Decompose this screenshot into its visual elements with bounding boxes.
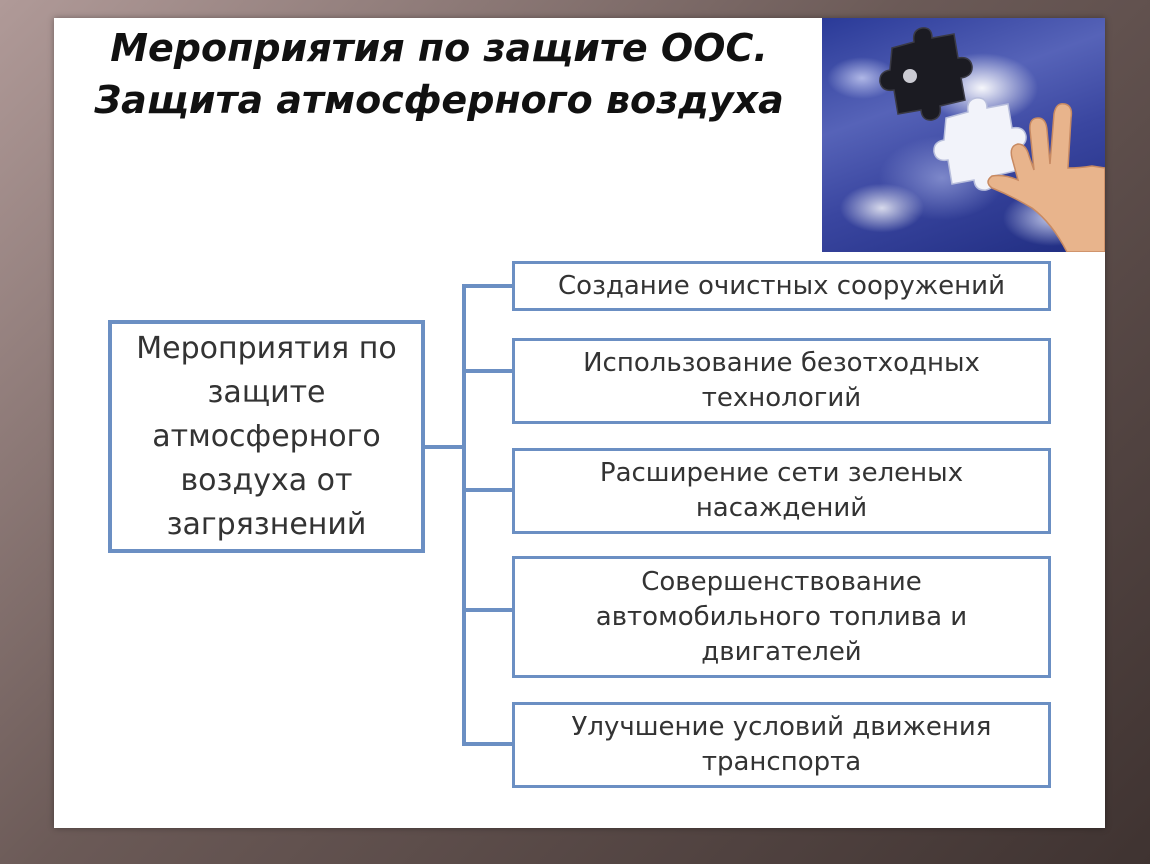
connector-trunk xyxy=(462,284,466,746)
connector-item-5 xyxy=(462,742,512,746)
item-node-2: Использование безотходных технологий xyxy=(512,338,1051,424)
item-node-1: Создание очистных сооружений xyxy=(512,261,1051,311)
root-node: Мероприятия по защите атмосферного возду… xyxy=(108,320,425,553)
item-node-4: Совершенствование автомобильного топлива… xyxy=(512,556,1051,678)
title-line-2: Защита атмосферного воздуха xyxy=(94,78,784,122)
connector-item-3 xyxy=(462,488,512,492)
connector-item-4 xyxy=(462,608,512,612)
item-node-label: Совершенствование автомобильного топлива… xyxy=(595,566,968,667)
hand-icon xyxy=(987,102,1105,252)
item-node-label: Создание очистных сооружений xyxy=(558,270,1005,301)
item-node-label: Расширение сети зеленых насаждений xyxy=(599,458,964,523)
item-node-label: Использование безотходных технологий xyxy=(583,348,980,413)
item-node-label: Улучшение условий движения транспорта xyxy=(571,712,992,777)
title-line-1: Мероприятия по защите ООС. xyxy=(110,26,768,70)
puzzle-piece-black-icon xyxy=(879,27,973,121)
sky-puzzle-photo xyxy=(822,18,1105,252)
item-node-3: Расширение сети зеленых насаждений xyxy=(512,448,1051,534)
connector-root xyxy=(425,445,466,449)
connector-item-1 xyxy=(462,284,512,288)
root-node-label: Мероприятия по защите атмосферного возду… xyxy=(136,330,397,542)
slide: Мероприятия по защите ООС. Защита атмосф… xyxy=(54,18,1105,828)
puzzle-piece-white-icon xyxy=(933,97,1027,191)
connector-item-2 xyxy=(462,369,512,373)
item-node-5: Улучшение условий движения транспорта xyxy=(512,702,1051,788)
slide-title: Мероприятия по защите ООС. Защита атмосф… xyxy=(54,22,824,126)
